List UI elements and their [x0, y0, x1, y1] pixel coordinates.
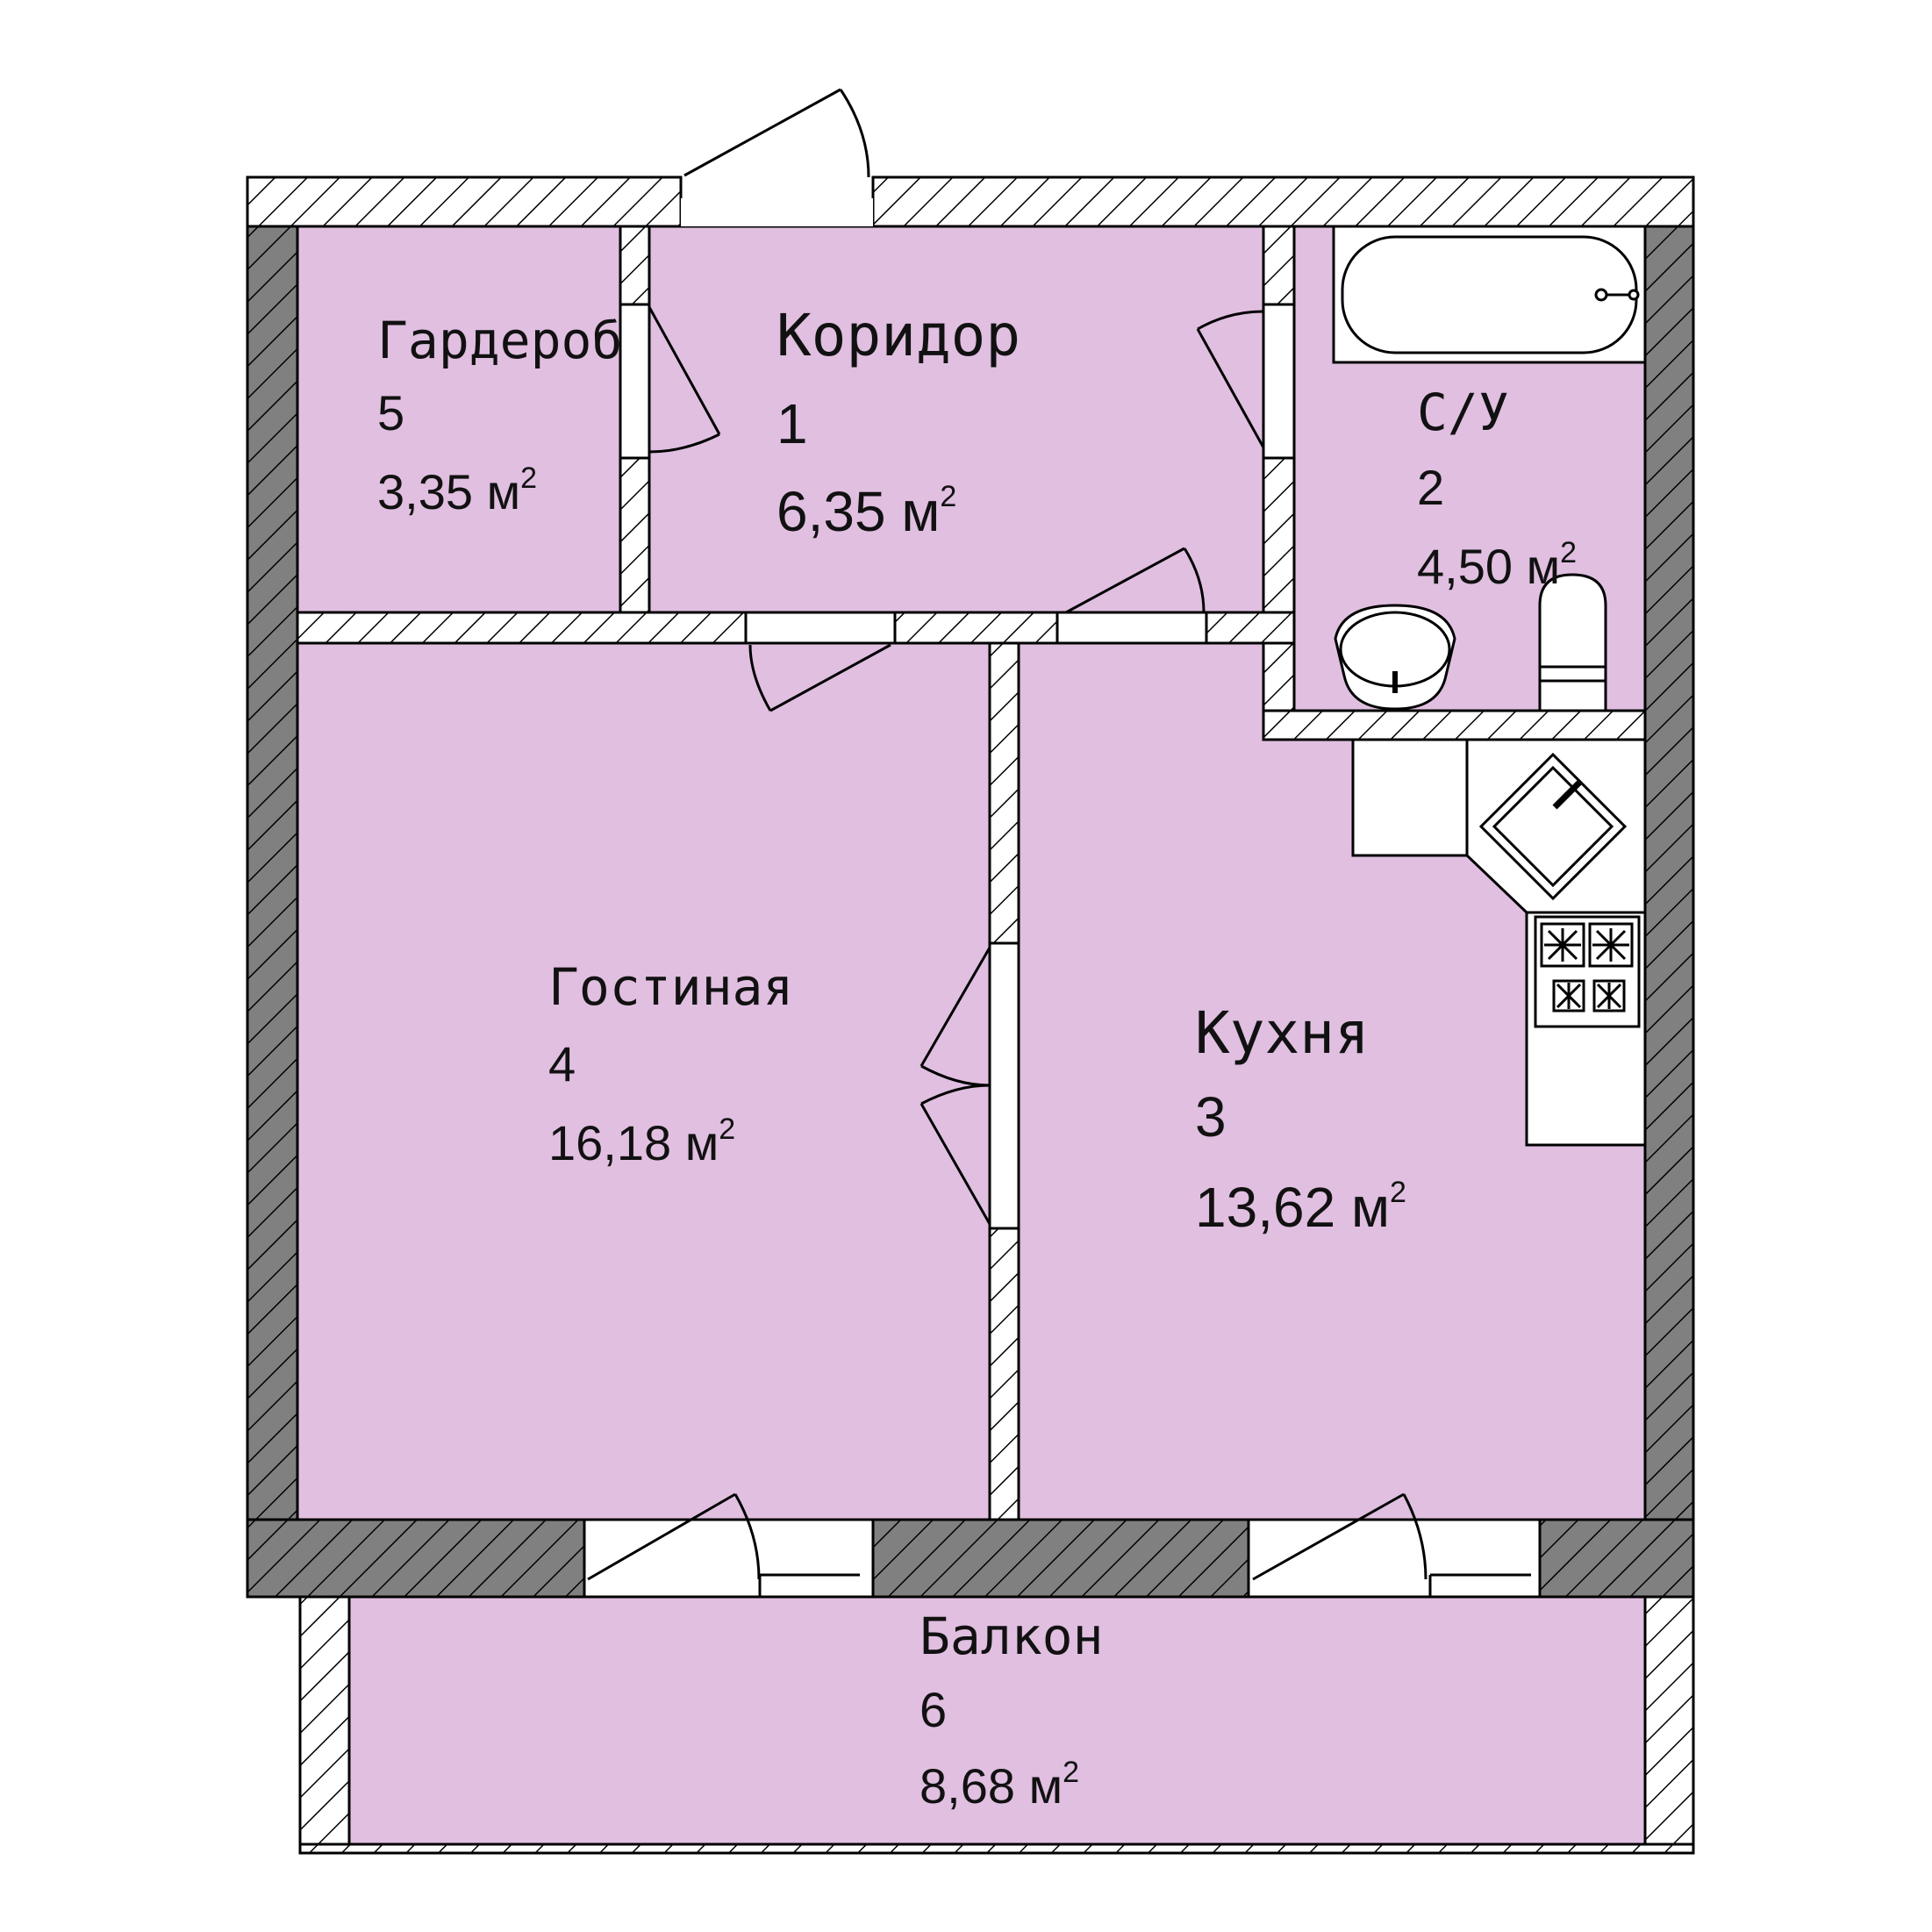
kitchen-door-icon — [1065, 547, 1206, 614]
room-name: Кухня — [1195, 999, 1370, 1067]
room-wardrobe — [296, 225, 622, 614]
double-door-icon — [919, 947, 991, 1225]
kitchen-door-opening — [1055, 611, 1208, 645]
washbasin-icon — [1334, 604, 1456, 711]
living-kitchen-door-opening — [988, 941, 1020, 1230]
room-area: 8,68 м2 — [919, 1756, 1079, 1814]
wall-top-left — [246, 175, 683, 228]
room-area: 13,62 м2 — [1195, 1176, 1406, 1239]
room-name: Гостиная — [548, 957, 793, 1017]
openings — [583, 177, 1542, 1599]
bathtub-icon — [1332, 225, 1647, 364]
room-name: Коридор — [776, 302, 1020, 369]
balcony-wall-right — [1643, 1595, 1695, 1853]
wall-bath-kitchen — [1262, 709, 1647, 741]
bathroom-door-icon — [1196, 310, 1265, 448]
room-living — [296, 641, 991, 1521]
label-kitchen: Кухня 3 13,62 м2 — [1195, 999, 1406, 1239]
rooms — [296, 225, 1647, 1846]
wall-top-right — [871, 175, 1695, 228]
wall-left — [246, 175, 299, 1599]
stove-icon — [1534, 915, 1641, 1028]
room-name: С/У — [1417, 383, 1509, 442]
living-door-icon — [748, 643, 891, 712]
kitchen-balcony-door-icon — [1252, 1492, 1428, 1581]
wall-right — [1643, 175, 1695, 1599]
room-number: 6 — [919, 1682, 947, 1737]
corridor-bath-door-opening — [1262, 303, 1296, 460]
kitchen-sink-icon — [1478, 752, 1628, 901]
wall-bottom-3 — [1538, 1518, 1695, 1599]
door-swings — [587, 88, 1428, 1581]
room-number: 1 — [776, 392, 808, 455]
label-wardrobe: Гардероб 5 3,35 м2 — [377, 311, 622, 519]
wall-bottom-2 — [871, 1518, 1250, 1599]
entrance-opening — [681, 177, 873, 226]
exterior-walls — [246, 175, 1695, 1599]
room-name: Балкон — [919, 1606, 1104, 1666]
label-bathroom: С/У 2 4,50 м2 — [1417, 383, 1577, 594]
label-corridor: Коридор 1 6,35 м2 — [776, 302, 1020, 543]
label-balcony: Балкон 6 8,68 м2 — [919, 1606, 1104, 1814]
room-number: 2 — [1417, 460, 1444, 515]
wardrobe-door-icon — [648, 306, 721, 454]
room-number: 3 — [1195, 1085, 1227, 1148]
balcony-wall-left — [298, 1595, 351, 1853]
living-balcony-door-icon — [587, 1492, 761, 1581]
room-balcony — [347, 1595, 1647, 1846]
wardrobe-door-opening — [619, 303, 651, 460]
room-number: 4 — [548, 1036, 576, 1091]
room-area: 6,35 м2 — [776, 480, 956, 543]
living-balcony-door — [583, 1518, 875, 1599]
room-number: 5 — [377, 385, 404, 440]
room-area: 4,50 м2 — [1417, 536, 1577, 594]
wall-bottom-1 — [246, 1518, 586, 1599]
room-area: 16,18 м2 — [548, 1113, 735, 1170]
kitchen-balcony-door — [1247, 1518, 1542, 1599]
toilet-icon — [1538, 573, 1607, 712]
entrance-door-icon — [683, 88, 870, 178]
living-door-opening — [744, 611, 897, 645]
room-name: Гардероб — [377, 311, 622, 370]
label-living: Гостиная 4 16,18 м2 — [548, 957, 793, 1170]
room-area: 3,35 м2 — [377, 462, 537, 519]
